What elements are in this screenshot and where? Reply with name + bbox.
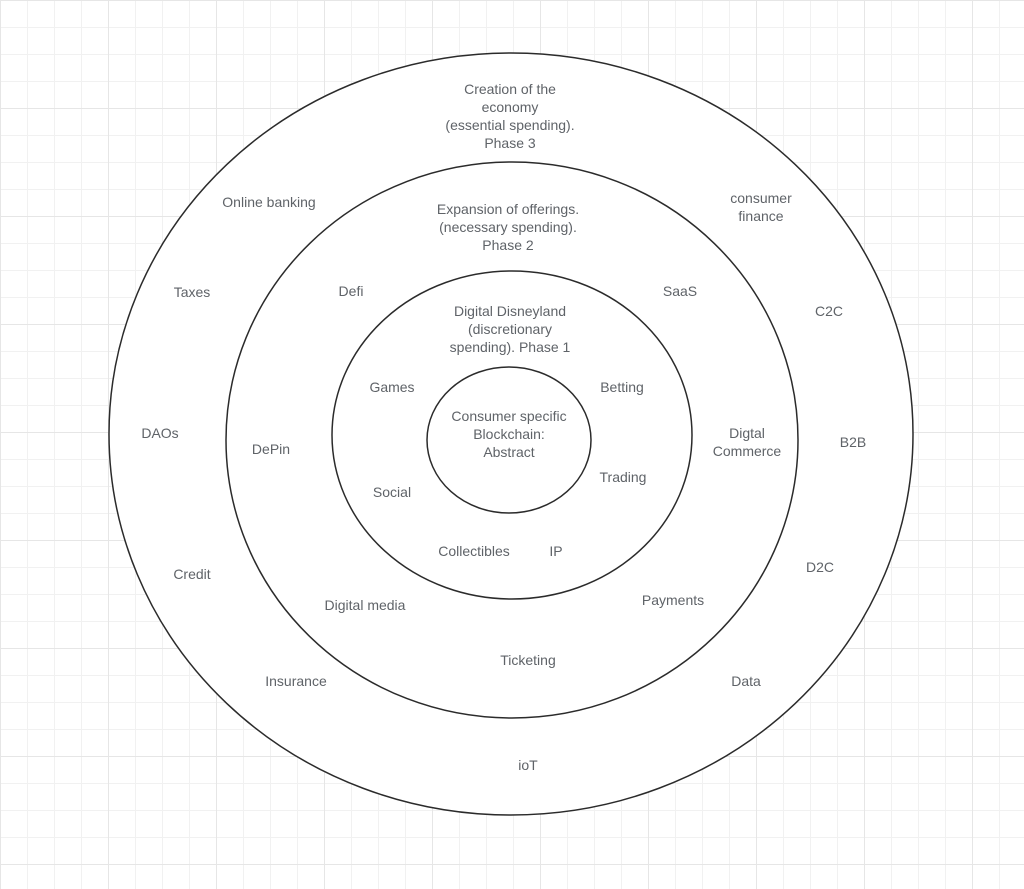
item-depin: DePin <box>251 441 291 457</box>
core-title: Consumer specific Blockchain: Abstract <box>451 408 567 460</box>
item-ticketing: Ticketing <box>500 652 556 668</box>
item-games: Games <box>369 379 415 395</box>
item-credit: Credit <box>173 566 211 582</box>
item-online-banking: Online banking <box>222 194 316 210</box>
item-iot: ioT <box>518 757 538 773</box>
item-saas: SaaS <box>662 283 698 299</box>
item-c2c: C2C <box>814 303 844 319</box>
item-payments: Payments <box>641 592 705 608</box>
item-taxes: Taxes <box>173 284 211 300</box>
ring-phase1-title: Digital Disneyland (discretionary spendi… <box>449 303 571 355</box>
item-insurance: Insurance <box>265 673 327 689</box>
item-trading: Trading <box>599 469 647 485</box>
item-daos: DAOs <box>141 425 179 441</box>
item-defi: Defi <box>338 283 364 299</box>
item-ip: IP <box>549 543 563 559</box>
core-circle[interactable] <box>426 366 592 514</box>
item-d2c: D2C <box>805 559 835 575</box>
ring-phase2-title: Expansion of offerings. (necessary spend… <box>436 201 580 253</box>
item-collectibles: Collectibles <box>438 543 510 559</box>
item-consumer-finance: consumer finance <box>730 190 792 224</box>
item-digital-commerce: Digtal Commerce <box>712 425 782 459</box>
item-b2b: B2B <box>839 434 867 450</box>
item-data: Data <box>731 673 761 689</box>
item-digital-media: Digital media <box>324 597 406 613</box>
item-betting: Betting <box>600 379 644 395</box>
ring-phase3-title: Creation of the economy (essential spend… <box>445 81 575 151</box>
item-social: Social <box>372 484 412 500</box>
